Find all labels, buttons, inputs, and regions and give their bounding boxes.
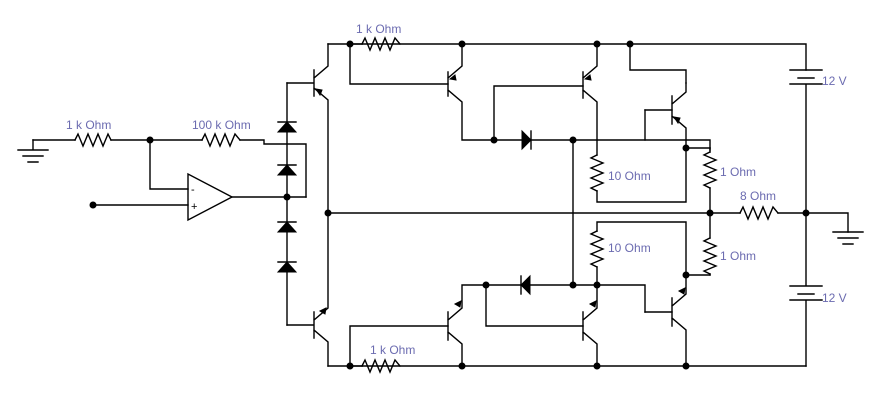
upper-1-ohm-label: 1 Ohm (720, 165, 756, 179)
lower-transistor-q4 (447, 284, 487, 367)
op-amp-plus-sign: + (191, 201, 197, 213)
load-resistor-8-ohm (739, 205, 779, 221)
lower-1-ohm-label: 1 Ohm (720, 249, 756, 263)
upper-battery-label: 12 V (822, 74, 847, 88)
upper-resistor-1-ohm (702, 151, 718, 189)
lower-resistor-10-ohm (589, 230, 605, 268)
op-amp-minus-sign: - (191, 184, 195, 196)
input-resistor (74, 132, 112, 148)
feedback-resistor-label: 100 k Ohm (192, 118, 251, 132)
upper-transistor-q1 (447, 43, 495, 141)
bias-diode-3 (276, 221, 298, 233)
bias-diode-1 (276, 121, 298, 133)
lower-diode (520, 274, 531, 296)
lower-battery-label: 12 V (822, 291, 847, 305)
upper-driver-transistor (286, 43, 329, 214)
input-ground-symbol (17, 139, 49, 163)
upper-battery (789, 69, 823, 214)
lower-transistor-q5 (582, 284, 598, 367)
feedback-resistor (201, 132, 241, 148)
upper-resistor-10-ohm (589, 154, 605, 192)
bias-diode-2 (276, 164, 298, 176)
upper-diode (521, 129, 532, 151)
input-resistor-label: 1 k Ohm (66, 118, 111, 132)
lower-resistor-1k (361, 358, 401, 374)
op-amp: - + (187, 172, 234, 222)
lower-resistor-label: 1 k Ohm (370, 343, 415, 357)
load-resistor-label: 8 Ohm (740, 189, 776, 203)
lower-output-transistor-q6 (671, 274, 687, 367)
upper-output-transistor-q3 (671, 82, 687, 149)
upper-10-ohm-label: 10 Ohm (608, 169, 651, 183)
upper-resistor-label: 1 k Ohm (356, 22, 401, 36)
lower-battery (789, 212, 823, 367)
bias-diode-4 (276, 261, 298, 273)
lower-driver-transistor (286, 212, 329, 367)
lower-10-ohm-label: 10 Ohm (608, 241, 651, 255)
input-terminal (89, 201, 97, 209)
upper-resistor-1k (361, 36, 401, 52)
upper-transistor-q2 (582, 43, 598, 141)
output-ground-symbol (832, 231, 864, 245)
lower-resistor-1-ohm (702, 237, 718, 275)
